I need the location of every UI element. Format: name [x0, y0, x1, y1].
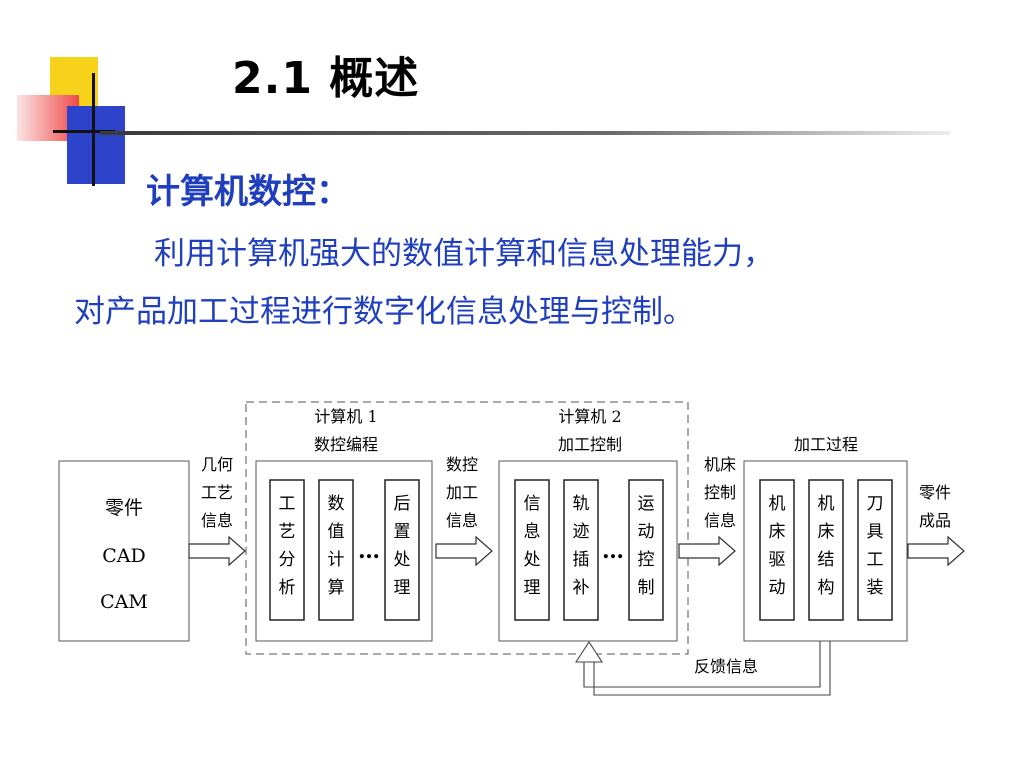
module-numeric-calc [318, 479, 354, 621]
part-box-line-1: 零件 [105, 497, 143, 519]
module-text: 运 [638, 494, 655, 514]
module-text: 插 [573, 550, 590, 570]
module-text: 处 [394, 550, 411, 570]
module-text: 床 [769, 522, 786, 542]
module-text: 制 [638, 578, 655, 598]
section-heading: 计算机数控： [146, 172, 350, 212]
module-text: 理 [524, 578, 541, 598]
computer2-label-line-1: 计算机 2 [558, 407, 621, 426]
module-text: 动 [769, 578, 786, 598]
module-text: 析 [279, 578, 296, 598]
arrow3-label-line-2: 控制 [704, 483, 736, 502]
module-text: 后 [394, 494, 411, 514]
module-text: 机 [818, 494, 835, 514]
output-label-line-2: 成品 [919, 511, 951, 530]
module-info-processing [514, 479, 550, 621]
process-label: 加工过程 [794, 435, 858, 454]
module-text: 具 [867, 522, 884, 542]
module-text: 控 [638, 550, 655, 570]
deco-vertical-line [92, 73, 95, 186]
module-text: 息 [524, 522, 541, 542]
module-text: 构 [818, 578, 835, 598]
module-text: 算 [328, 578, 345, 598]
module-text: 数 [328, 494, 345, 514]
arrow-finished-part [907, 536, 965, 566]
arrow2-label-line-2: 加工 [446, 483, 478, 502]
module-text: 工 [867, 550, 884, 570]
arrow2-label-line-3: 信息 [446, 511, 478, 530]
module-text: 计 [328, 550, 345, 570]
part-box-line-2: CAD [102, 545, 146, 567]
module-text: 动 [638, 522, 655, 542]
module-machine-structure [808, 479, 844, 621]
paragraph-line-2: 对产品加工过程进行数字化信息处理与控制。 [74, 294, 694, 330]
title-rule [100, 131, 950, 135]
feedback-line-inner [593, 641, 831, 696]
module-process-analysis [269, 479, 305, 621]
module-text: 轨 [573, 494, 590, 514]
module-trajectory-interp [563, 479, 599, 621]
module-tooling [857, 479, 893, 621]
module-text: 补 [573, 578, 590, 598]
arrow3-label-line-1: 机床 [704, 455, 736, 474]
module-machine-drive [759, 479, 795, 621]
computer-dashed-outline [245, 401, 689, 655]
slide-title: 2.1 概述 [232, 53, 420, 104]
module-text: 驱 [769, 550, 786, 570]
feedback-line-outer [583, 641, 821, 688]
feedback-label: 反馈信息 [694, 657, 758, 676]
module-text: 床 [818, 522, 835, 542]
ellipsis-1: … [358, 538, 380, 564]
module-text: 信 [524, 494, 541, 514]
module-text: 艺 [279, 522, 296, 542]
arrow1-label-line-3: 信息 [201, 511, 233, 530]
feedback-arrowhead [574, 640, 604, 663]
arrow3-label-line-3: 信息 [704, 511, 736, 530]
module-motion-control [628, 479, 664, 621]
module-text: 迹 [573, 522, 590, 542]
arrow-nc-info [435, 536, 493, 566]
output-label-line-1: 零件 [919, 483, 951, 502]
module-text: 刀 [867, 494, 884, 514]
module-text: 工 [279, 494, 296, 514]
module-text: 分 [279, 550, 296, 570]
arrow-machine-control-info [678, 536, 736, 566]
module-text: 装 [867, 578, 884, 598]
paragraph-line-1: 利用计算机强大的数值计算和信息处理能力， [154, 236, 774, 272]
computer2-label-line-2: 加工控制 [558, 435, 622, 454]
arrow1-label-line-2: 工艺 [201, 483, 233, 502]
part-box-line-3: CAM [100, 591, 148, 613]
module-text: 机 [769, 494, 786, 514]
ellipsis-2: … [602, 538, 624, 564]
computer1-label-line-1: 计算机 1 [314, 407, 377, 426]
arrow2-label-line-1: 数控 [446, 455, 478, 474]
module-text: 处 [524, 550, 541, 570]
module-text: 值 [328, 522, 345, 542]
arrow-geometry-info [188, 536, 246, 566]
module-text: 理 [394, 578, 411, 598]
part-cad-cam-box [58, 460, 190, 642]
arrow1-label-line-1: 几何 [201, 455, 233, 474]
deco-horizontal-line [53, 130, 115, 133]
module-text: 置 [394, 522, 411, 542]
deco-square-blue [67, 106, 125, 184]
computer1-label-line-2: 数控编程 [314, 435, 378, 454]
module-text: 结 [818, 550, 835, 570]
module-post-process [384, 479, 420, 621]
